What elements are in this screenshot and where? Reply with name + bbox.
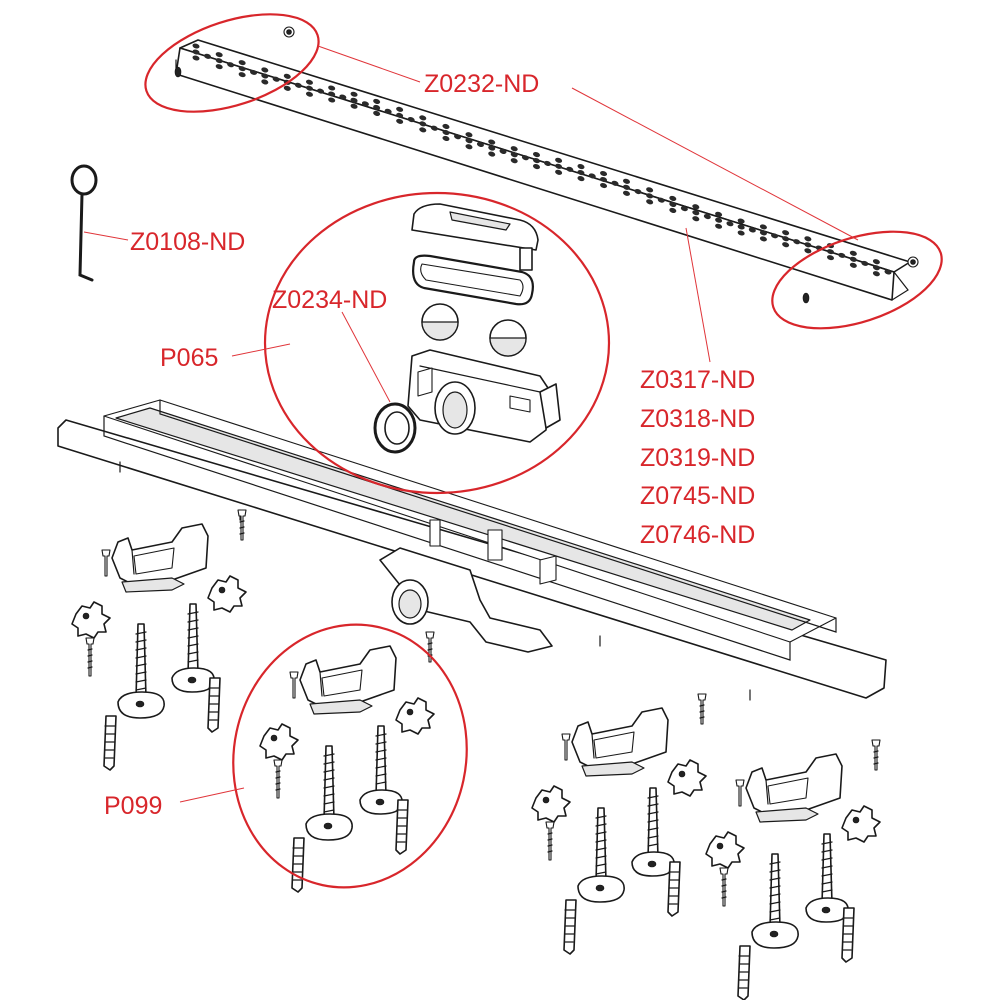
label-frame-code-2: Z0318-ND <box>640 405 755 433</box>
callout-feet <box>232 623 468 889</box>
label-siphon-set: P065 <box>160 344 218 372</box>
callout-grate-right <box>771 230 943 330</box>
leader-lines <box>83 45 859 803</box>
label-frame-code-1: Z0317-ND <box>640 366 755 394</box>
grate-cover <box>174 26 919 304</box>
lifting-hook <box>70 164 98 282</box>
foot-assembly-callout <box>259 631 435 893</box>
label-feet-set: P099 <box>104 792 162 820</box>
callout-markings <box>144 13 943 889</box>
seal-ring <box>373 402 417 454</box>
siphon-cap <box>411 203 539 271</box>
label-frame-code-4: Z0745-ND <box>640 482 755 510</box>
label-grate: Z0232-ND <box>424 70 539 98</box>
foot-assembly-right-1 <box>531 693 707 955</box>
callout-grate-left <box>144 13 320 113</box>
label-hook: Z0108-ND <box>130 228 245 256</box>
foot-assembly-right-2 <box>705 739 881 1000</box>
foot-assembly-top-left <box>71 509 247 771</box>
label-frame-code-3: Z0319-ND <box>640 444 755 472</box>
callout-siphon <box>263 191 611 495</box>
siphon-body <box>407 349 561 443</box>
part-labels: Z0232-ND Z0108-ND Z0234-ND P065 Z0317-ND… <box>104 70 755 820</box>
siphon-balls <box>421 303 527 357</box>
label-frame-code-5: Z0746-ND <box>640 521 755 549</box>
drain-channel <box>57 399 887 701</box>
siphon-gasket <box>412 254 534 306</box>
label-seal: Z0234-ND <box>272 286 387 314</box>
